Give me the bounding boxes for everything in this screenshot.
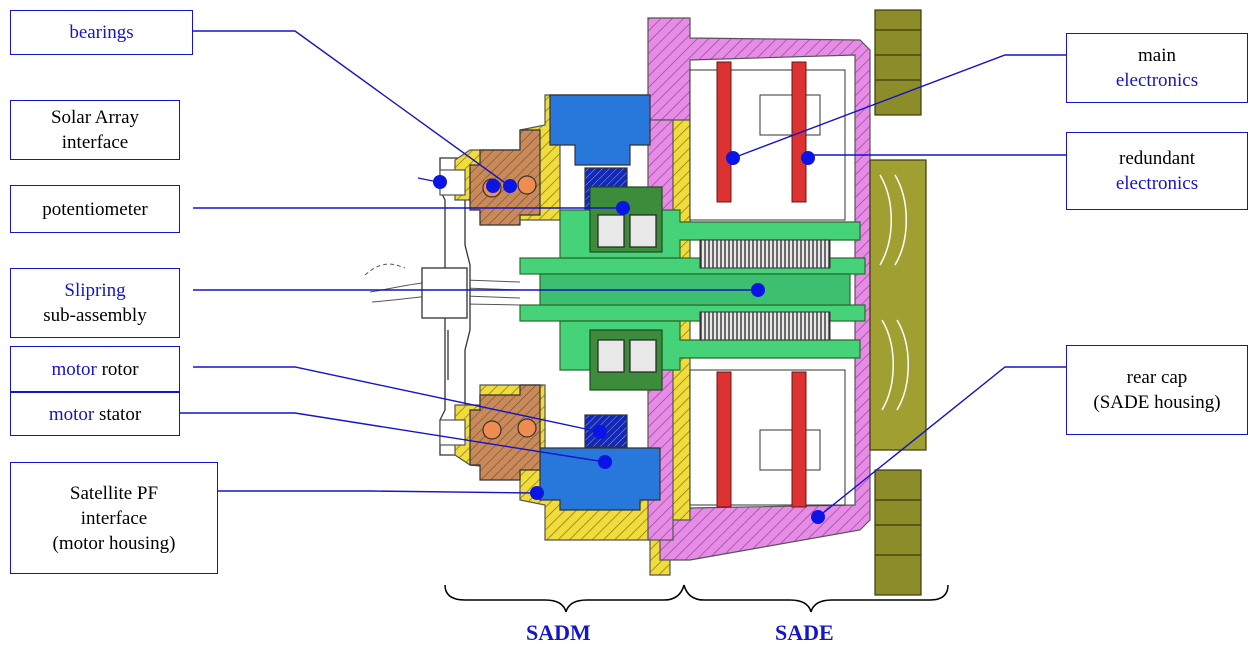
- marker-motor-rotor: [593, 425, 607, 439]
- motor-parts: [539, 94, 661, 511]
- label-bearings-text: bearings: [69, 22, 134, 43]
- label-motor-rotor: motor rotor: [10, 346, 180, 392]
- potentiometer-assembly: [589, 186, 663, 391]
- group-title-sade: SADE: [775, 620, 834, 645]
- label-satellite-pf-interface: Satellite PF interface (motor housing): [10, 462, 218, 574]
- motor-stator-upper: [549, 94, 651, 166]
- electronics-pillars: [716, 61, 807, 508]
- label-main-electronics: main electronics: [1066, 33, 1248, 103]
- label-main-electronics-line2: electronics: [1115, 70, 1199, 91]
- label-potentiometer-text: potentiometer: [42, 198, 148, 220]
- marker-bearings-1: [486, 179, 500, 193]
- sade-brace: [683, 584, 949, 613]
- label-redundant-electronics: redundant electronics: [1066, 132, 1248, 210]
- label-main-electronics-line1: main: [1138, 45, 1176, 66]
- left-flange-outline: [421, 157, 471, 456]
- label-bearings: bearings: [10, 10, 193, 55]
- marker-slipring: [751, 283, 765, 297]
- marker-satellite-pf: [530, 486, 544, 500]
- label-motor-rotor-word1: motor: [51, 358, 97, 380]
- group-braces: [444, 584, 949, 613]
- label-slipring-line2: sub-assembly: [43, 305, 147, 326]
- marker-solar-array: [433, 175, 447, 189]
- label-potentiometer: potentiometer: [10, 185, 180, 233]
- slipring-coils: [699, 239, 831, 341]
- motor-stator-lower: [539, 447, 661, 511]
- label-satellite-pf-line3: (motor housing): [52, 532, 176, 554]
- sadm-brace: [444, 584, 685, 613]
- label-slipring: Slipring sub-assembly: [10, 268, 180, 338]
- label-solar-array-interface: Solar Array interface: [10, 100, 180, 160]
- marker-motor-stator: [598, 455, 612, 469]
- marker-bearings-2: [503, 179, 517, 193]
- label-redundant-electronics-line1: redundant: [1119, 148, 1195, 169]
- rear-connector: [869, 9, 927, 596]
- group-title-sadm: SADM: [526, 620, 591, 645]
- label-rear-cap-line2: (SADE housing): [1093, 392, 1221, 413]
- marker-potentiometer: [616, 201, 630, 215]
- label-redundant-electronics-line2: electronics: [1115, 173, 1199, 194]
- label-slipring-line1: Slipring: [64, 280, 126, 301]
- label-satellite-pf-line2: interface: [80, 507, 148, 529]
- label-motor-rotor-word2: rotor: [96, 358, 139, 380]
- bearing-housing: [469, 129, 541, 481]
- label-rear-cap-line1: rear cap: [1126, 367, 1188, 388]
- label-motor-stator-word1: motor: [48, 403, 95, 425]
- leader-lines: [180, 30, 1066, 518]
- marker-main-electronics: [726, 151, 740, 165]
- markers: [433, 151, 825, 524]
- label-motor-stator: motor stator: [10, 392, 180, 436]
- marker-rear-cap: [811, 510, 825, 524]
- label-solar-array-line2: interface: [61, 132, 129, 153]
- marker-redundant-electronics: [801, 151, 815, 165]
- label-motor-stator-word2: stator: [94, 403, 142, 425]
- label-solar-array-line1: Solar Array: [50, 107, 140, 128]
- electronics-boards: [689, 69, 846, 506]
- label-rear-cap: rear cap (SADE housing): [1066, 345, 1248, 435]
- label-satellite-pf-line1: Satellite PF: [69, 482, 159, 504]
